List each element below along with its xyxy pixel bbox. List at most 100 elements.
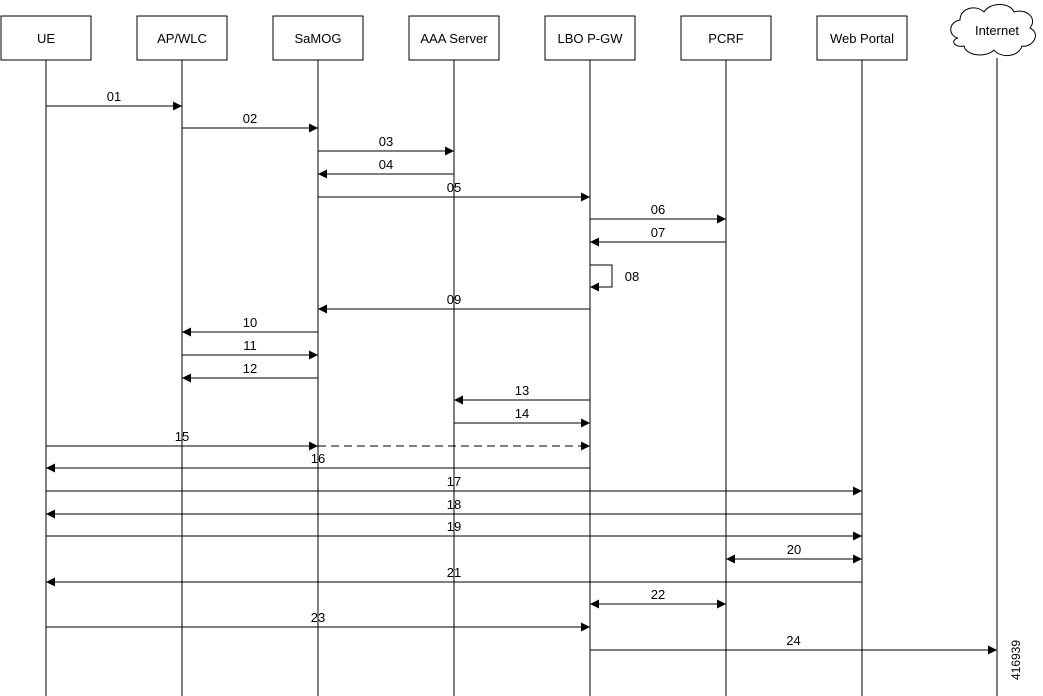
actor-label: LBO P-GW: [557, 31, 623, 46]
message-13: 13: [454, 383, 590, 405]
message-label: 21: [447, 565, 461, 580]
actor-box: [0, 15, 92, 61]
message-17: 17: [46, 474, 862, 496]
message-16: 16: [46, 451, 590, 473]
arrowhead: [581, 441, 590, 451]
actor-web-portal: Web Portal: [816, 15, 908, 696]
actor-label: SaMOG: [295, 31, 342, 46]
actor-lbo-pgw: LBO P-GW: [544, 15, 636, 696]
arrowhead: [717, 214, 726, 224]
arrowhead: [590, 282, 599, 292]
message-12: 12: [182, 361, 318, 383]
message-line: [590, 264, 613, 288]
message-label: 15: [175, 429, 189, 444]
actor-label: PCRF: [708, 31, 743, 46]
figure-id: 416939: [1009, 640, 1023, 680]
message-07: 07: [590, 225, 726, 247]
message-label: 03: [379, 134, 393, 149]
actor-aaa: AAA Server: [408, 15, 500, 696]
arrowhead: [581, 622, 590, 632]
message-06: 06: [590, 202, 726, 224]
arrowhead: [988, 645, 997, 655]
message-05: 05: [318, 180, 590, 202]
arrowhead: [590, 237, 599, 247]
arrowhead: [853, 554, 862, 564]
arrowhead: [309, 441, 318, 451]
message-label: 08: [625, 269, 639, 284]
actor-ap-wlc: AP/WLC: [136, 15, 228, 696]
arrowhead: [717, 599, 726, 609]
actor-label: AAA Server: [420, 31, 488, 46]
message-08: 08: [590, 264, 639, 292]
arrowhead: [853, 486, 862, 496]
arrowhead: [581, 418, 590, 428]
message-20: 20: [726, 542, 862, 564]
arrowhead: [46, 509, 55, 519]
message-19: 19: [46, 519, 862, 541]
message-14: 14: [454, 406, 590, 428]
message-label: 06: [651, 202, 665, 217]
arrowhead: [173, 101, 182, 111]
actor-samog: SaMOG: [272, 15, 364, 696]
arrowhead: [445, 146, 454, 156]
arrowhead: [182, 327, 191, 337]
message-label: 24: [786, 633, 800, 648]
arrowhead: [46, 463, 55, 473]
actor-label: AP/WLC: [157, 31, 207, 46]
actor-ue: UE: [0, 15, 92, 696]
message-02: 02: [182, 111, 318, 133]
message-label: 07: [651, 225, 665, 240]
message-label: 22: [651, 587, 665, 602]
message-label: 14: [515, 406, 529, 421]
message-label: 02: [243, 111, 257, 126]
actor-pcrf: PCRF: [680, 15, 772, 696]
message-label: 13: [515, 383, 529, 398]
internet-cloud-icon: [950, 4, 1036, 56]
message-label: 04: [379, 157, 393, 172]
actor-box: [544, 15, 636, 61]
arrowhead: [309, 123, 318, 133]
actor-box: [816, 15, 908, 61]
message-09: 09: [318, 292, 590, 314]
arrowhead: [309, 350, 318, 360]
message-label: 20: [787, 542, 801, 557]
message-04: 04: [318, 157, 454, 179]
message-11: 11: [182, 338, 318, 360]
arrowhead: [454, 395, 463, 405]
arrowhead: [318, 169, 327, 179]
arrowhead: [853, 531, 862, 541]
message-15: 15: [46, 429, 590, 451]
message-label: 19: [447, 519, 461, 534]
message-label: 01: [107, 89, 121, 104]
message-23: 23: [46, 610, 590, 632]
message-22: 22: [590, 587, 726, 609]
message-label: 18: [447, 497, 461, 512]
message-10: 10: [182, 315, 318, 337]
arrowhead: [182, 373, 191, 383]
message-03: 03: [318, 134, 454, 156]
actors-layer: UE AP/WLC SaMOG AAA Server LBO P-GW PCRF Web P…: [0, 4, 1036, 696]
actor-label: UE: [37, 31, 55, 46]
message-label: 17: [447, 474, 461, 489]
actor-box: [136, 15, 228, 61]
actor-label: Web Portal: [830, 31, 894, 46]
arrowhead: [590, 599, 599, 609]
messages-layer: 01 02 03 04 05 06 07 08 09 10 11 12 13 14 15 16 17 18 19 20…: [46, 89, 997, 655]
actor-internet: Internet: [950, 4, 1036, 696]
arrowhead: [726, 554, 735, 564]
arrowhead: [581, 192, 590, 202]
message-label: 12: [243, 361, 257, 376]
arrowhead: [318, 304, 327, 314]
actor-box: [272, 15, 364, 61]
message-label: 16: [311, 451, 325, 466]
message-21: 21: [46, 565, 862, 587]
message-label: 23: [311, 610, 325, 625]
actor-label: Internet: [975, 23, 1019, 38]
message-24: 24: [590, 633, 997, 655]
arrowhead: [46, 577, 55, 587]
message-label: 11: [243, 338, 257, 353]
message-18: 18: [46, 497, 862, 519]
message-label: 10: [243, 315, 257, 330]
message-label: 09: [447, 292, 461, 307]
